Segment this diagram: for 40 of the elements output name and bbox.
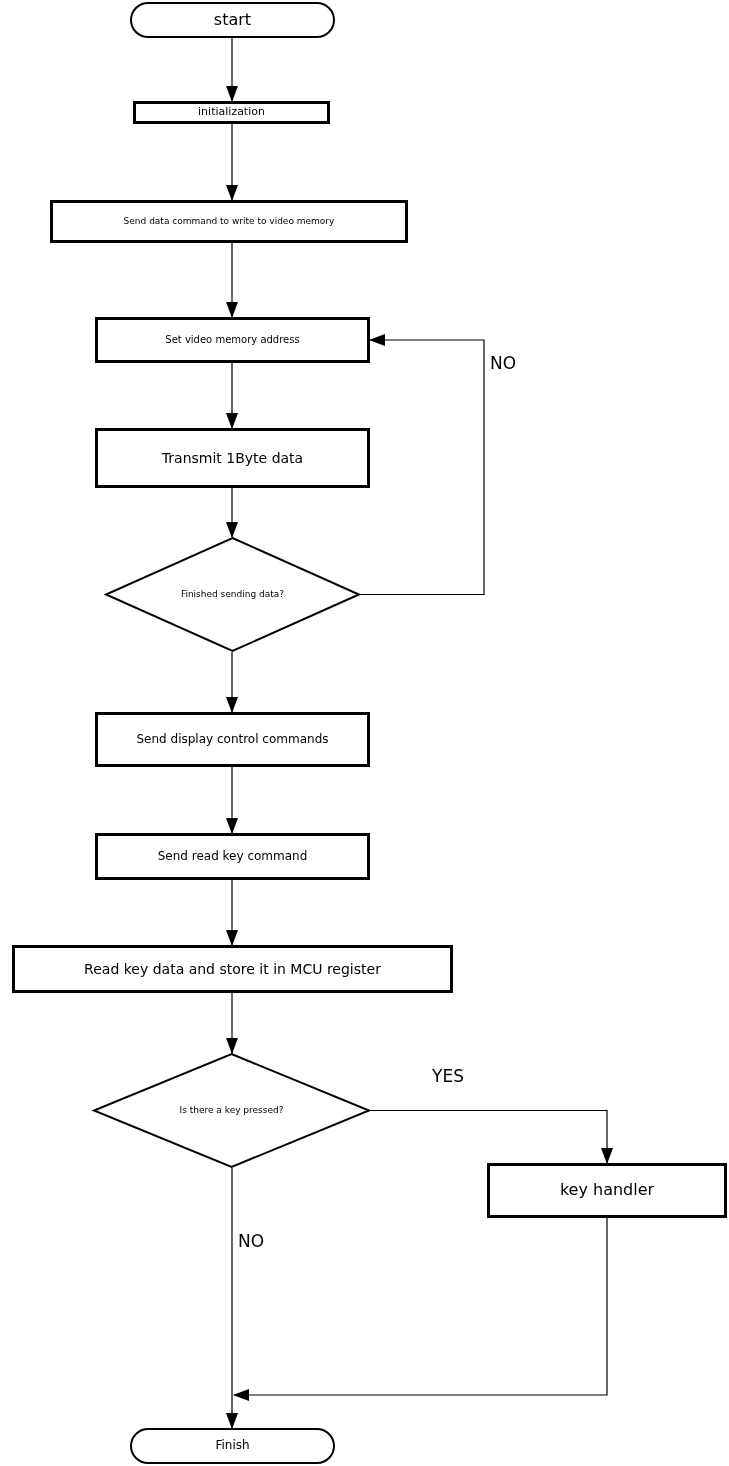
node-label: Read key data and store it in MCU register	[83, 960, 382, 978]
arrow	[226, 123, 238, 201]
arrow	[369, 1109, 613, 1164]
node-label: Set video memory address	[164, 334, 301, 346]
node-label: Finish	[214, 1439, 251, 1453]
node-label: Send data command to write to video memory	[122, 216, 336, 227]
arrow	[233, 1217, 608, 1401]
terminal-box	[130, 2, 335, 38]
node-label: initialization	[197, 106, 266, 119]
node-label: key handler	[558, 1181, 656, 1200]
arrow	[226, 362, 238, 429]
decision-diamond	[105, 537, 360, 652]
process-box	[95, 428, 370, 488]
process-box	[95, 833, 370, 880]
arrow	[226, 487, 238, 538]
process-box	[95, 317, 370, 363]
arrow	[226, 992, 238, 1054]
arrow	[226, 1167, 238, 1429]
arrow	[359, 334, 485, 596]
node-label: Transmit 1Byte data	[160, 449, 305, 467]
edge-label: NO	[490, 355, 517, 372]
process-box	[95, 712, 370, 767]
arrow	[226, 879, 238, 946]
process-box	[487, 1163, 727, 1218]
process-box	[12, 945, 453, 993]
edge-label: YES	[432, 1068, 464, 1085]
node-label: Send read key command	[156, 849, 309, 864]
node-label: Is there a key pressed?	[178, 1105, 285, 1116]
arrow	[226, 766, 238, 834]
process-box	[50, 200, 408, 243]
node-label: Send display control commands	[135, 732, 330, 747]
node-label: Finished sending data?	[179, 589, 286, 600]
process-box	[133, 101, 330, 124]
arrow	[226, 651, 238, 713]
decision-diamond	[93, 1053, 370, 1168]
terminal-box	[130, 1428, 335, 1464]
arrow	[226, 242, 238, 318]
arrow	[226, 37, 238, 102]
edge-label: NO	[238, 1233, 265, 1250]
node-label: start	[212, 10, 253, 30]
